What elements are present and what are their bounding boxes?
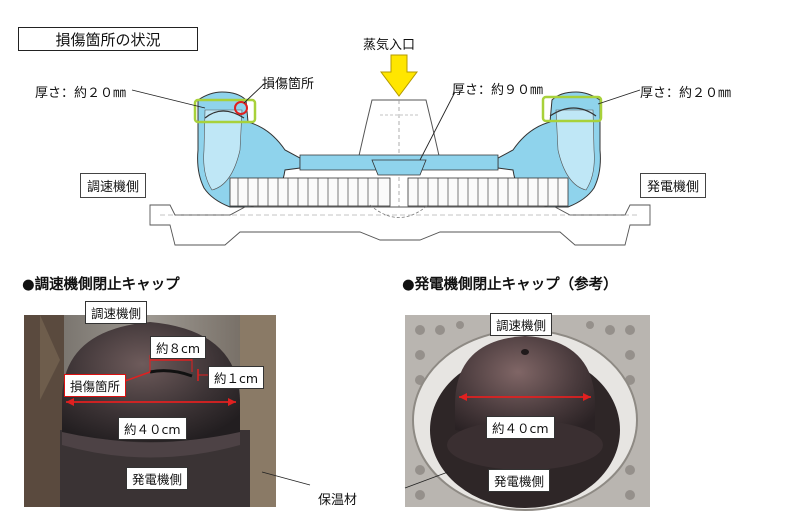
damage-marker-icon [234,101,248,115]
steam-inlet-label: 蒸気入口 [363,38,416,53]
crack-width-label: 約１cm [208,366,265,389]
left-photo-top-label: 調速機側 [85,301,148,324]
right-photo-top-label: 調速機側 [490,313,553,336]
insulation-label: 保温材 [318,493,358,508]
right-photo-diameter-label: 約４０cm [486,416,555,439]
right-photo-heading: ●発電機側閉止キャップ（参考） [402,277,618,293]
thickness-right-label: 厚さ：約２０㎜ [640,86,732,101]
governor-side-label: 調速機側 [80,173,147,198]
thickness-center-label: 厚さ：約９０㎜ [452,83,544,98]
damage-location-label: 損傷箇所 [262,77,315,92]
left-photo-heading: ●調速機側閉止キャップ [22,277,180,293]
generator-side-label: 発電機側 [640,173,707,198]
left-photo-bottom-label: 発電機側 [126,467,189,490]
steam-inlet-arrow-icon [380,54,418,97]
page-title: 損傷箇所の状況 [18,27,198,51]
left-photo-diameter-label: 約４０cm [118,417,187,440]
thickness-highlight-right [541,95,603,123]
crack-length-label: 約８cm [150,336,207,359]
thickness-left-label: 厚さ：約２０㎜ [35,86,127,101]
lower-casing [149,204,651,246]
left-photo-damage-label: 損傷箇所 [64,374,127,397]
right-photo-bottom-label: 発電機側 [488,469,551,492]
thickness-highlight-left [193,98,257,124]
